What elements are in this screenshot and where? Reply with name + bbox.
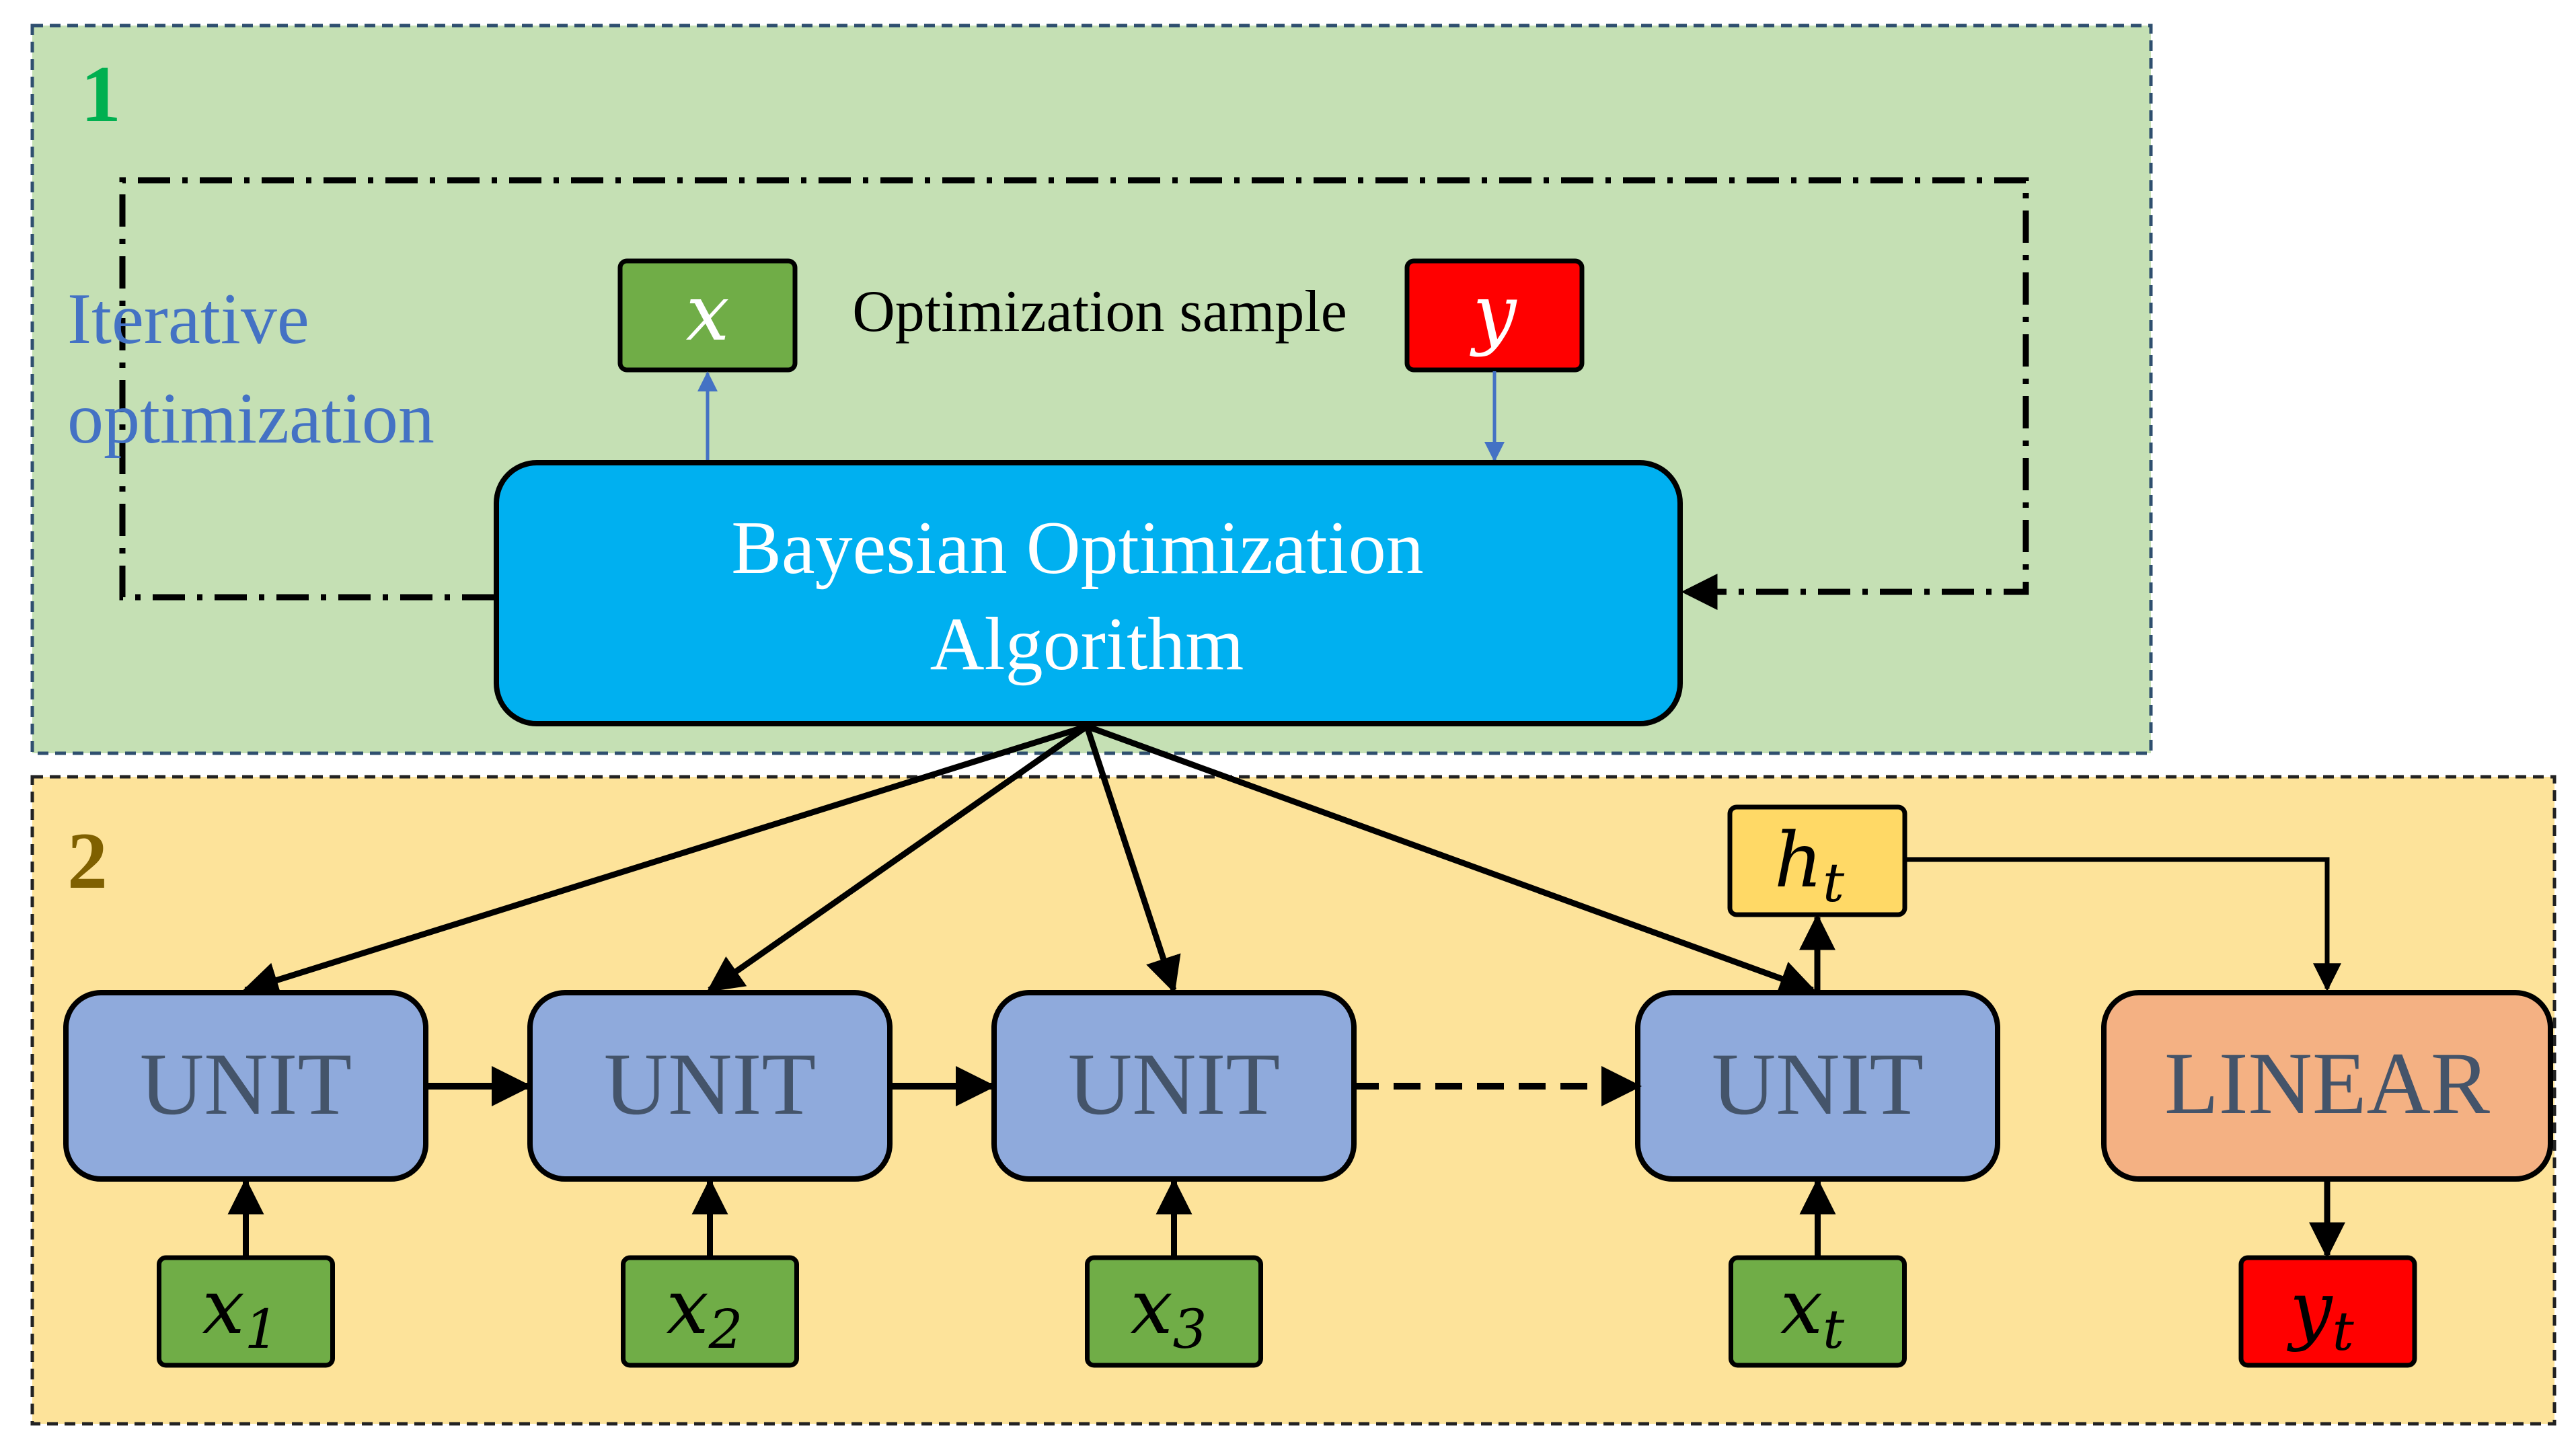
linear-label: LINEAR [2164,1034,2490,1133]
unit-group: UNIT x3 [991,990,1357,1368]
linear-box [2101,990,2553,1182]
fanout-arrow-unit-3 [1084,725,1181,994]
unit-label: UNIT [1712,1034,1924,1133]
input-label: x1 [202,1264,278,1361]
unit-label: UNIT [1068,1034,1280,1133]
panel-1-number: 1 [81,49,121,139]
hidden-state-label: ht [1774,817,1845,914]
input-box [1729,1255,1907,1368]
loop-label-line-1: Iterative [67,279,309,359]
unit-group: UNIT x1 [63,990,428,1368]
sample-x-box [617,258,798,373]
input-symbol: x [1780,1264,1823,1351]
unit-group: UNIT xt [1635,990,2000,1368]
arrow-hidden-to-linear [1905,857,2341,992]
input-box [157,1255,335,1368]
input-label: xt [1780,1264,1845,1361]
fanout-arrow-unit-4 [1086,723,1817,996]
input-label: x3 [1130,1264,1207,1361]
output-label: yt [2286,1266,2354,1363]
optimizer-fanout-arrows [241,723,1817,998]
input-symbol: x [1130,1264,1172,1351]
input-label: x2 [666,1264,743,1361]
loop-label: Iterative optimization [67,279,434,459]
optimizer-label-line-2: Algorithm [930,603,1244,686]
input-symbol: x [666,1264,708,1351]
sample-y-box [1404,258,1585,373]
output-subscript: t [2333,1300,2355,1363]
sample-caption: Optimization sample [852,279,1347,344]
input-box [1085,1255,1263,1368]
unit-label: UNIT [604,1034,816,1133]
sample-x-symbol: x [686,268,730,358]
input-subscript: 3 [1173,1298,1207,1361]
unit-group: UNIT x2 [527,990,893,1368]
optimizer-label-line-1: Bayesian Optimization [731,506,1424,590]
input-symbol: x [202,1264,244,1351]
output-symbol: y [2286,1266,2333,1353]
loop-label-line-2: optimization [67,379,434,459]
output-box [2238,1255,2417,1368]
fanout-arrow-unit-1 [241,723,1088,998]
hidden-state-symbol: h [1774,817,1823,905]
unit-label: UNIT [140,1034,352,1133]
input-subscript: 2 [708,1298,743,1361]
iteration-loop-line [119,177,2029,610]
input-subscript: t [1823,1298,1845,1361]
sample-y-symbol: y [1470,268,1518,358]
input-subscript: 1 [245,1298,279,1361]
panel-2-number: 2 [67,816,108,905]
fanout-arrow-unit-2 [706,724,1089,993]
optimizer-label: Bayesian Optimization Algorithm [731,506,1443,686]
input-box [621,1255,799,1368]
hidden-state-subscript: t [1823,851,1845,914]
